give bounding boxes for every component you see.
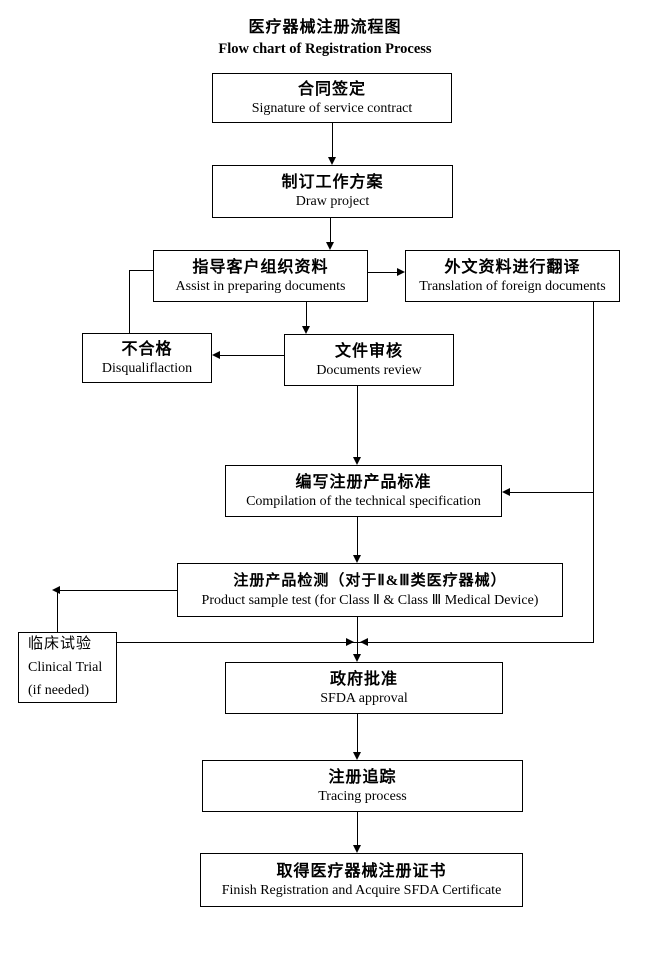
node-disqualification-label-en: Disqualiflaction [101,360,193,376]
node-sample-test-label-en: Product sample test (for Class Ⅱ & Class… [201,592,539,608]
edge-tracing-to-certificate-arrowhead [353,845,361,853]
node-compilation-label-zh: 编写注册产品标准 [295,473,432,491]
edge-approval-to-tracing-line [357,714,358,752]
node-draw-project-label-en: Draw project [295,194,370,209]
edge-clinical-merge-arrowhead [346,638,354,646]
node-clinical-trial-label-en2: (if needed) [28,683,90,698]
node-translation-label-zh: 外文资料进行翻译 [444,258,581,276]
node-approval-label-en: SFDA approval [320,690,408,706]
node-translation-label-en: Translation of foreign documents [419,278,606,294]
edge-translation-right-rail [593,302,594,643]
node-contract-label-zh: 合同签定 [297,80,366,98]
edge-review-to-compilation-line [357,386,358,458]
node-review: 文件审核 Documents review [284,334,454,386]
node-assist-label-zh: 指导客户组织资料 [192,258,329,276]
node-clinical-trial: 临床试验 Clinical Trial (if needed) [18,632,117,703]
edge-test-to-clinical-hline [60,590,177,591]
node-translation: 外文资料进行翻译 Translation of foreign document… [405,250,620,302]
edge-disqualification-to-assist-vline [129,270,130,333]
edge-test-to-clinical-arrowhead [52,586,60,594]
node-compilation-label-en: Compilation of the technical specificati… [246,493,481,509]
title-zh: 医疗器械注册流程图 [248,19,402,36]
node-certificate: 取得医疗器械注册证书 Finish Registration and Acqui… [200,853,523,907]
edge-assist-to-translation-arrowhead [397,268,405,276]
edge-rail-merge-arrowhead [360,638,368,646]
edge-translation-to-compilation-line [509,492,594,493]
node-approval-label-zh: 政府批准 [329,670,398,688]
node-certificate-label-en: Finish Registration and Acquire SFDA Cer… [221,882,502,898]
node-compilation: 编写注册产品标准 Compilation of the technical sp… [225,465,502,517]
edge-tracing-to-certificate-line [357,812,358,845]
edge-compilation-to-test-line [357,517,358,555]
edge-assist-to-translation-line [368,272,398,273]
node-certificate-label-zh: 取得医疗器械注册证书 [276,862,447,880]
edge-review-to-disqualification-arrowhead [212,351,220,359]
node-contract-label-en: Signature of service contract [251,100,413,116]
node-disqualification: 不合格 Disqualiflaction [82,333,212,383]
edge-assist-to-review-line [306,302,307,327]
node-assist-label-en: Assist in preparing documents [175,278,346,294]
edge-contract-to-project-line [332,123,333,159]
edge-test-to-clinical-vline [57,590,58,632]
edge-test-to-approval-arrowhead [353,654,361,662]
node-clinical-trial-label-en: Clinical Trial [28,660,103,675]
node-draw-project-label-zh: 制订工作方案 [281,174,384,191]
node-contract: 合同签定 Signature of service contract [212,73,452,123]
node-tracing-label-en: Tracing process [318,788,407,804]
node-approval: 政府批准 SFDA approval [225,662,503,714]
node-tracing: 注册追踪 Tracing process [202,760,523,812]
edge-approval-to-tracing-arrowhead [353,752,361,760]
title-en: Flow chart of Registration Process [218,41,432,57]
edge-translation-to-compilation-arrowhead [502,488,510,496]
node-sample-test-label-zh: 注册产品检测（对于Ⅱ&Ⅲ类医疗器械） [233,572,507,589]
node-review-label-zh: 文件审核 [334,342,403,360]
edge-assist-to-review-arrowhead [302,326,310,334]
edge-review-to-compilation-arrowhead [353,457,361,465]
edge-review-to-disqualification-line [219,355,284,356]
edge-compilation-to-test-arrowhead [353,555,361,563]
edge-contract-to-project-arrowhead [328,157,336,165]
node-review-label-en: Documents review [316,362,422,378]
node-draw-project: 制订工作方案 Draw project [212,165,453,218]
edge-project-to-assist-arrowhead [326,242,334,250]
edge-clinical-merge-line [117,642,594,643]
edge-test-to-approval-line [357,617,358,654]
node-disqualification-label-zh: 不合格 [121,340,173,358]
node-sample-test: 注册产品检测（对于Ⅱ&Ⅲ类医疗器械） Product sample test (… [177,563,563,617]
page-title: 医疗器械注册流程图 Flow chart of Registration Pro… [0,17,650,60]
edge-disqualification-to-assist-hline [129,270,153,271]
edge-project-to-assist-line [330,218,331,244]
node-tracing-label-zh: 注册追踪 [328,768,397,786]
node-assist: 指导客户组织资料 Assist in preparing documents [153,250,368,302]
node-clinical-trial-label-zh: 临床试验 [28,636,93,652]
